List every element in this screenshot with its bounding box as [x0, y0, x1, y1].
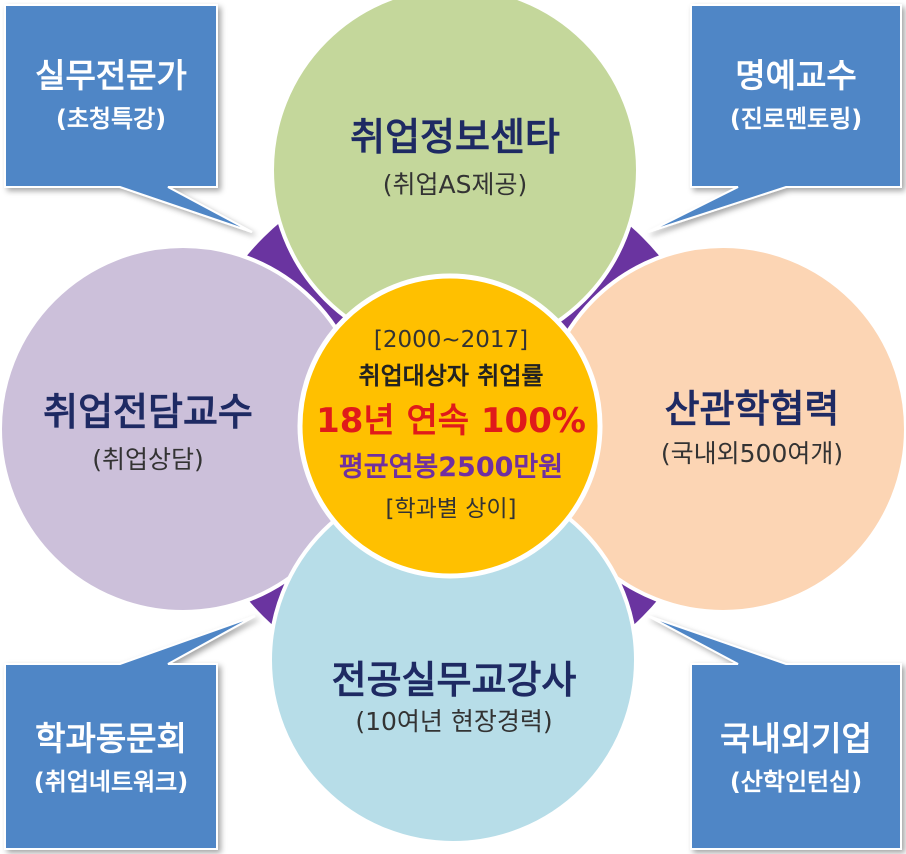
- petal-left-subtitle: (취업상담): [92, 445, 204, 474]
- petal-top-subtitle: (취업AS제공): [383, 170, 527, 199]
- center-highlight: 18년 연속 100%: [316, 401, 586, 441]
- callout-shape: [4, 4, 253, 233]
- callout-title: 실무전문가: [35, 56, 187, 95]
- petal-right-subtitle: (국내외500여개): [661, 439, 843, 468]
- callout-subtitle: (초청특강): [56, 105, 166, 133]
- center-employment-line: 취업대상자 취업률: [359, 362, 544, 390]
- center-circle: [297, 273, 603, 579]
- callout-bottom-right: 국내외기업 (산학인턴십): [647, 615, 902, 850]
- petal-left-title: 취업전담교수: [43, 389, 253, 434]
- callout-shape: [4, 615, 256, 850]
- callout-shape: [647, 4, 902, 233]
- callout-top-left: 실무전문가 (초청특강): [4, 4, 253, 233]
- callout-top-right: 명예교수 (진로멘토링): [647, 4, 902, 233]
- center-salary: 평균연봉2500만원: [339, 452, 563, 483]
- center-note: [학과별 상이]: [385, 496, 516, 522]
- callout-subtitle: (취업네트워크): [34, 768, 188, 796]
- petal-top-title: 취업정보센타: [350, 114, 560, 159]
- callout-title: 명예교수: [735, 56, 856, 95]
- callout-title: 학과동문회: [35, 719, 187, 758]
- callout-title: 국내외기업: [720, 719, 872, 758]
- callout-shape: [647, 615, 902, 850]
- petal-bottom-subtitle: (10여년 현장경력): [355, 707, 552, 736]
- petal-bottom-title: 전공실무교강사: [332, 657, 577, 702]
- callout-subtitle: (산학인턴십): [730, 768, 862, 796]
- center-years: [2000~2017]: [374, 327, 528, 353]
- callout-bottom-left: 학과동문회 (취업네트워크): [4, 615, 256, 850]
- callout-subtitle: (진로멘토링): [730, 105, 862, 133]
- petal-right-title: 산관학협력: [665, 386, 840, 431]
